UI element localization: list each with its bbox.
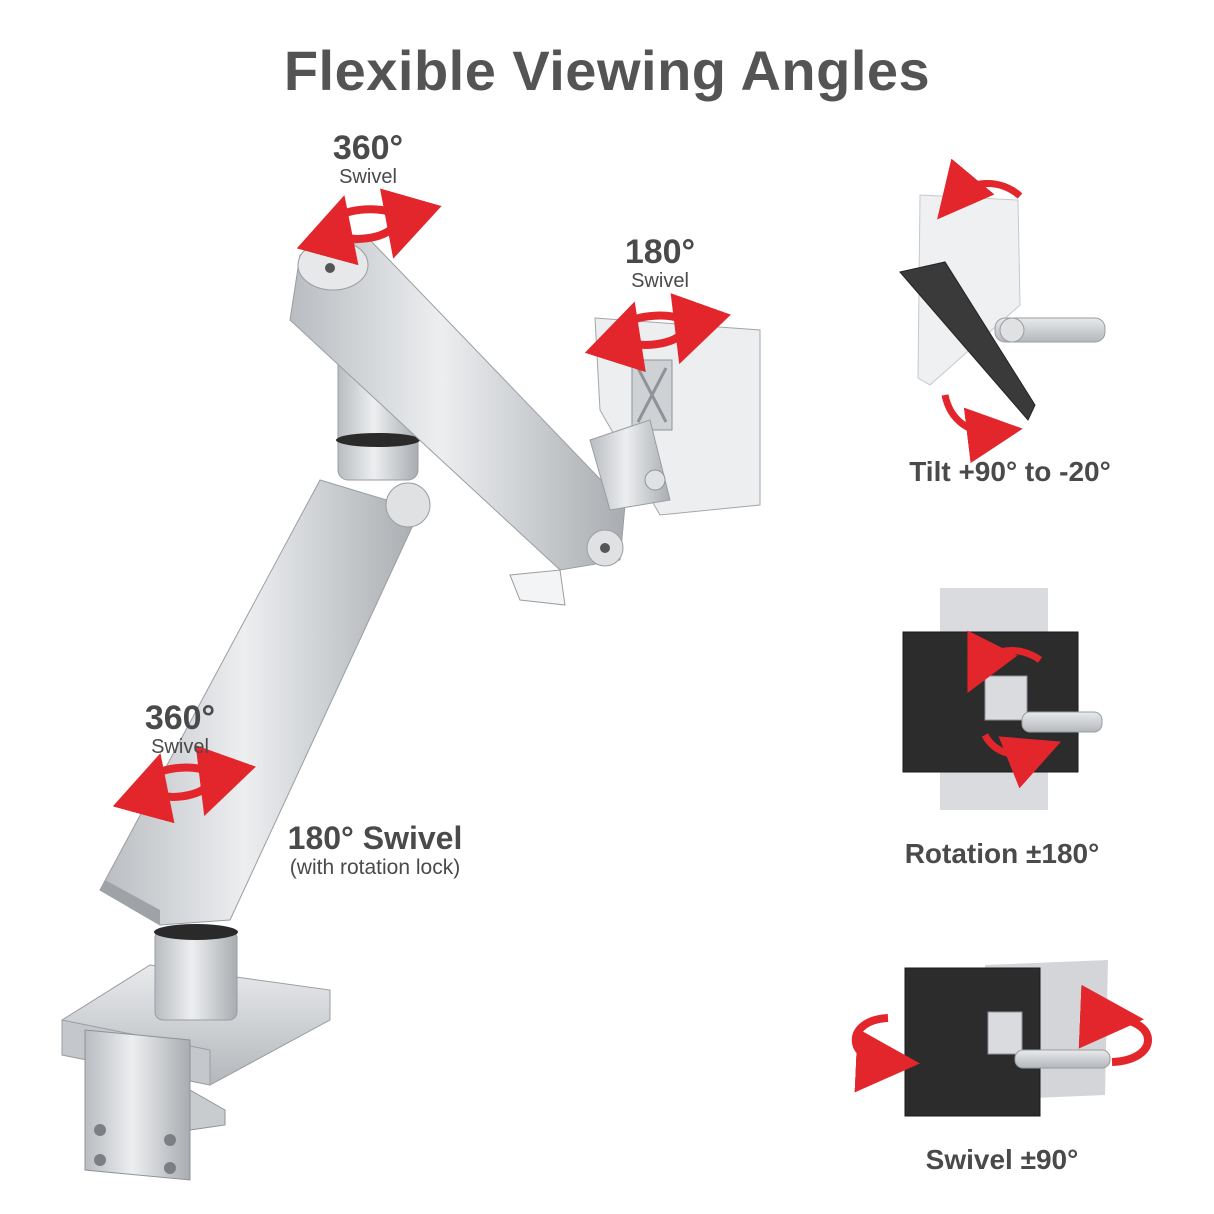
swivel-arrow-vesa	[584, 293, 731, 373]
base-swivel-note: (with rotation lock)	[289, 856, 461, 879]
swivel-caption: Swivel ±90°	[925, 1144, 1079, 1175]
vesa-plate	[589, 317, 761, 516]
tilt-illustration	[899, 158, 1106, 464]
top-swivel-degree: 360°	[332, 129, 404, 167]
lower-swivel-degree: 360°	[144, 699, 216, 737]
base-swivel-label: 180° Swivel	[287, 820, 463, 856]
top-swivel-callout: 360° Swivel	[308, 130, 428, 188]
rotation-caption: Rotation ±180°	[904, 838, 1100, 869]
vesa-swivel-degree: 180°	[624, 233, 696, 271]
page-title: Flexible Viewing Angles	[283, 39, 931, 102]
lower-swivel-label: Swivel	[151, 736, 209, 758]
top-swivel-label: Swivel	[339, 166, 397, 188]
vesa-swivel-label: Swivel	[631, 270, 689, 292]
rotation-illustration	[902, 588, 1103, 810]
swivel-illustration	[851, 960, 1152, 1117]
swivel-arrow-top	[296, 188, 442, 266]
vesa-swivel-callout: 180° Swivel	[600, 234, 720, 292]
swivel-arrow-lower	[112, 745, 256, 824]
base-swivel-callout: 180° Swivel (with rotation lock)	[255, 820, 495, 880]
lower-swivel-callout: 360° Swivel	[120, 700, 240, 758]
tilt-caption: Tilt +90° to -20°	[909, 456, 1111, 487]
desk-clamp	[61, 964, 331, 1181]
